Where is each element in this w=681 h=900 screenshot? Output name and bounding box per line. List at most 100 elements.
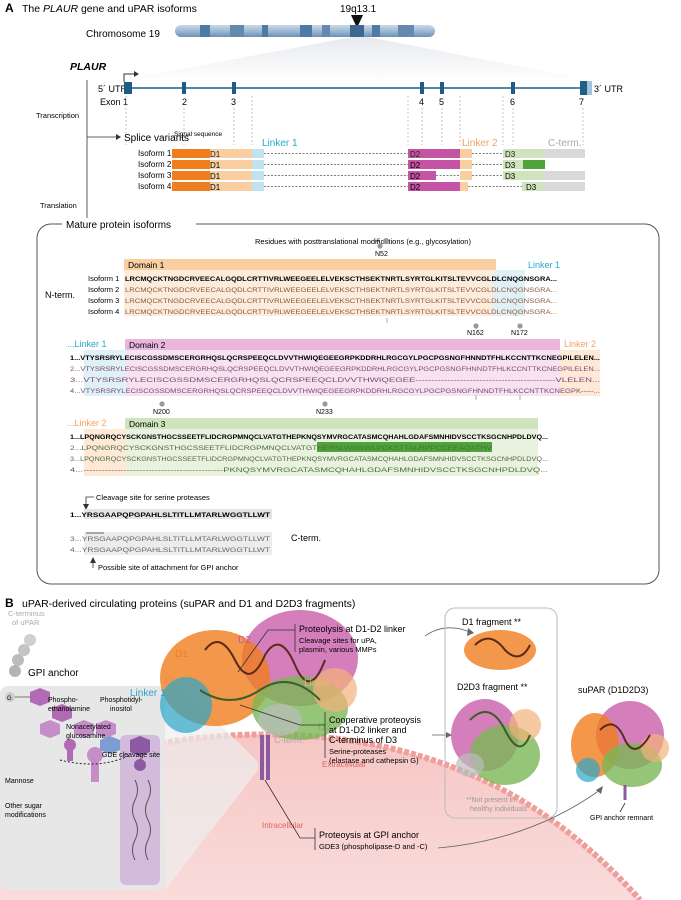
fragments-box (444, 607, 558, 819)
cterm-seq-label: C-term. (291, 533, 321, 543)
d2d3-fragment-structure (451, 699, 541, 785)
svg-text:D3: D3 (505, 161, 516, 170)
utr5-label: 5´ UTR (98, 84, 128, 94)
callout2-body: Serine-proteases(elastase and cathepsin … (329, 747, 419, 765)
svg-text:Isoform 4: Isoform 4 (138, 182, 172, 191)
svg-text:inositol: inositol (110, 706, 132, 713)
svg-text:LRCMQCKTNGDCRVEECALGQDLCRTTIVR: LRCMQCKTNGDCRVEECALGQDLCRTTIVRLWEEGEELEL… (125, 298, 557, 305)
chromosome-label: Chromosome 19 (86, 29, 160, 40)
svg-text:ethanolamine: ethanolamine (48, 706, 90, 713)
gpi-note: Possible site of attachment for GPI anch… (98, 563, 239, 572)
svg-text:4...--------------------------: 4...------------------------------------… (70, 467, 548, 474)
tss-arrow (123, 73, 134, 82)
cterminus-chain (9, 634, 36, 677)
exon-guides (125, 96, 584, 145)
glyco-n172: N172 (511, 330, 528, 337)
svg-text:6: 6 (510, 97, 515, 107)
svg-text:D3: D3 (526, 183, 537, 192)
gpi-remnant-label: GPI anchor remnant (590, 815, 653, 822)
svg-text:D1: D1 (210, 183, 221, 192)
svg-text:4: 4 (419, 97, 424, 107)
svg-text:Linker 1: Linker 1 (130, 688, 166, 699)
svg-text:Phospho-: Phospho- (48, 697, 79, 704)
svg-text:5: 5 (439, 97, 444, 107)
exon-labels: Exon 1 2 3 4 5 6 7 (100, 97, 584, 107)
isoform-3-bar: Isoform 3 D1 D2 D3 (138, 171, 585, 181)
svg-text:Phosphotidyl-: Phosphotidyl- (100, 697, 143, 704)
gene-label: PLAUR (70, 61, 107, 73)
domain1-bar (124, 259, 496, 270)
svg-text:7: 7 (579, 97, 584, 107)
svg-text:D3: D3 (505, 150, 516, 159)
svg-text:2: 2 (182, 97, 187, 107)
callout3-body: GDE3 (phospholipase-D and -C) (319, 842, 428, 851)
svg-text:1...YRSGAAPQPGPAHLSLTITLLMTARL: 1...YRSGAAPQPGPAHLSLTITLLMTARLWGGTLLWT (70, 512, 270, 519)
linker2-seq-label: Linker 2 (564, 339, 596, 349)
gpi-anchor-structure: G (5, 688, 160, 885)
panel-b-label: B (5, 596, 14, 610)
exons (124, 81, 592, 95)
svg-text:modifications: modifications (5, 812, 46, 819)
svg-text:2...LPQNGRQCYSCKGNSTHGCSSEETFL: 2...LPQNGRQCYSCKGNSTHGCSSEETFLIDCRGPMNQC… (70, 445, 493, 452)
isoform-1-bar: Isoform 1 D1 D2 D3 (138, 149, 585, 159)
glyco-n52: N52 (375, 251, 388, 258)
callout3-title: Proteoysis at GPI anchor (319, 830, 419, 840)
isoform-labels-block1: Isoform 1 Isoform 2 Isoform 3 Isoform 4 (88, 274, 119, 316)
svg-text:D2: D2 (410, 183, 421, 192)
sequence-block-1: LRCMQCKTNGDCRVEECALGQDLCRTTIVRLWEEGEELEL… (125, 276, 557, 316)
svg-text:LRCMQCKTNGDCRVEECALGQDLCRTTIVR: LRCMQCKTNGDCRVEECALGQDLCRTTIVRLWEEGEELEL… (125, 309, 557, 316)
upar-structure (160, 610, 358, 780)
svg-text:1...VTYSRSRYLECISCGSSDMSCERGRH: 1...VTYSRSRYLECISCGSSDMSCERGRHQSLQCRSPEE… (70, 355, 600, 362)
extracellular-label: Extracellular (322, 760, 366, 769)
zoom-wedge (112, 37, 600, 82)
domain3-label: Domain 3 (129, 419, 166, 429)
domain2-bar (125, 339, 560, 350)
isoform-2-bar: Isoform 2 D1 D2 D3 (138, 160, 545, 170)
svg-text:D1: D1 (210, 150, 221, 159)
glyco-n200: N200 (153, 409, 170, 416)
linker1-seq-label: Linker 1 (528, 260, 560, 270)
cterm-top-label: C-term. (548, 138, 581, 149)
isoform-4-bar: Isoform 4 D1 D2 D3 (138, 182, 585, 192)
svg-text:Linker 2: Linker 2 (304, 678, 340, 689)
svg-text:Isoform 3: Isoform 3 (88, 296, 119, 305)
svg-text:3...LPQNGRQCYSCKGNSTHGCSSEETFL: 3...LPQNGRQCYSCKGNSTHGCSSEETFLIDCRGPMNQC… (70, 456, 548, 463)
panel-b-title: uPAR-derived circulating proteins (suPAR… (22, 598, 355, 610)
svg-text:D2: D2 (410, 150, 421, 159)
domain2-label: Domain 2 (129, 340, 166, 350)
domain3-bar (125, 418, 538, 429)
nterm-label: N-term. (45, 290, 75, 300)
locus-label: 19q13.1 (340, 4, 377, 15)
translation-label: Translation (40, 201, 77, 210)
svg-text:Isoform 1: Isoform 1 (138, 149, 172, 158)
svg-text:D3: D3 (505, 172, 516, 181)
splice-variants-label: Splice variants (124, 133, 189, 144)
gpi-anchor-title: GPI anchor (28, 668, 79, 679)
ptm-note: Residues with posttranslational modifica… (255, 237, 471, 246)
svg-text:D1: D1 (175, 649, 188, 660)
svg-text:D2: D2 (410, 161, 421, 170)
signal-sequence-label: Signal sequence (174, 131, 222, 138)
glyco-dot-n200 (159, 401, 165, 407)
svg-text:Other sugar: Other sugar (5, 803, 43, 810)
supar-label: suPAR (D1D2D3) (578, 685, 648, 695)
svg-text:C-term.: C-term. (274, 735, 304, 745)
svg-text:Isoform 1: Isoform 1 (88, 274, 119, 283)
chromosome-19 (175, 25, 435, 37)
utr3-label: 3´ UTR (594, 84, 624, 94)
svg-text:4...YRSGAAPQPGPAHLSLTITLLMTARL: 4...YRSGAAPQPGPAHLSLTITLLMTARLWGGTLLWT (70, 547, 270, 554)
svg-text:D2: D2 (238, 635, 251, 646)
svg-text:2...VTYSRSRYLECISCGSSDMSCERGRH: 2...VTYSRSRYLECISCGSSDMSCERGRHQSLQCRSPEE… (70, 366, 600, 373)
panel-a-label: A (5, 1, 14, 15)
linker2-cont-label: ...Linker 2 (67, 418, 107, 428)
svg-text:4...VTYSRSRYLECISCGSSDMSCERGRH: 4...VTYSRSRYLECISCGSSDMSCERGRHQSLQCRSPEE… (70, 388, 600, 395)
glyco-dot-n172 (517, 323, 523, 329)
d2d3-fragment-label: D2D3 fragment ** (457, 682, 528, 692)
svg-text:Isoform 2: Isoform 2 (88, 285, 119, 294)
svg-text:3...YRSGAAPQPGPAHLSLTITLLMTARL: 3...YRSGAAPQPGPAHLSLTITLLMTARLWGGTLLWT (70, 536, 270, 543)
linker1-cont-label: ...Linker 1 (67, 339, 107, 349)
supar-structure (571, 701, 669, 800)
